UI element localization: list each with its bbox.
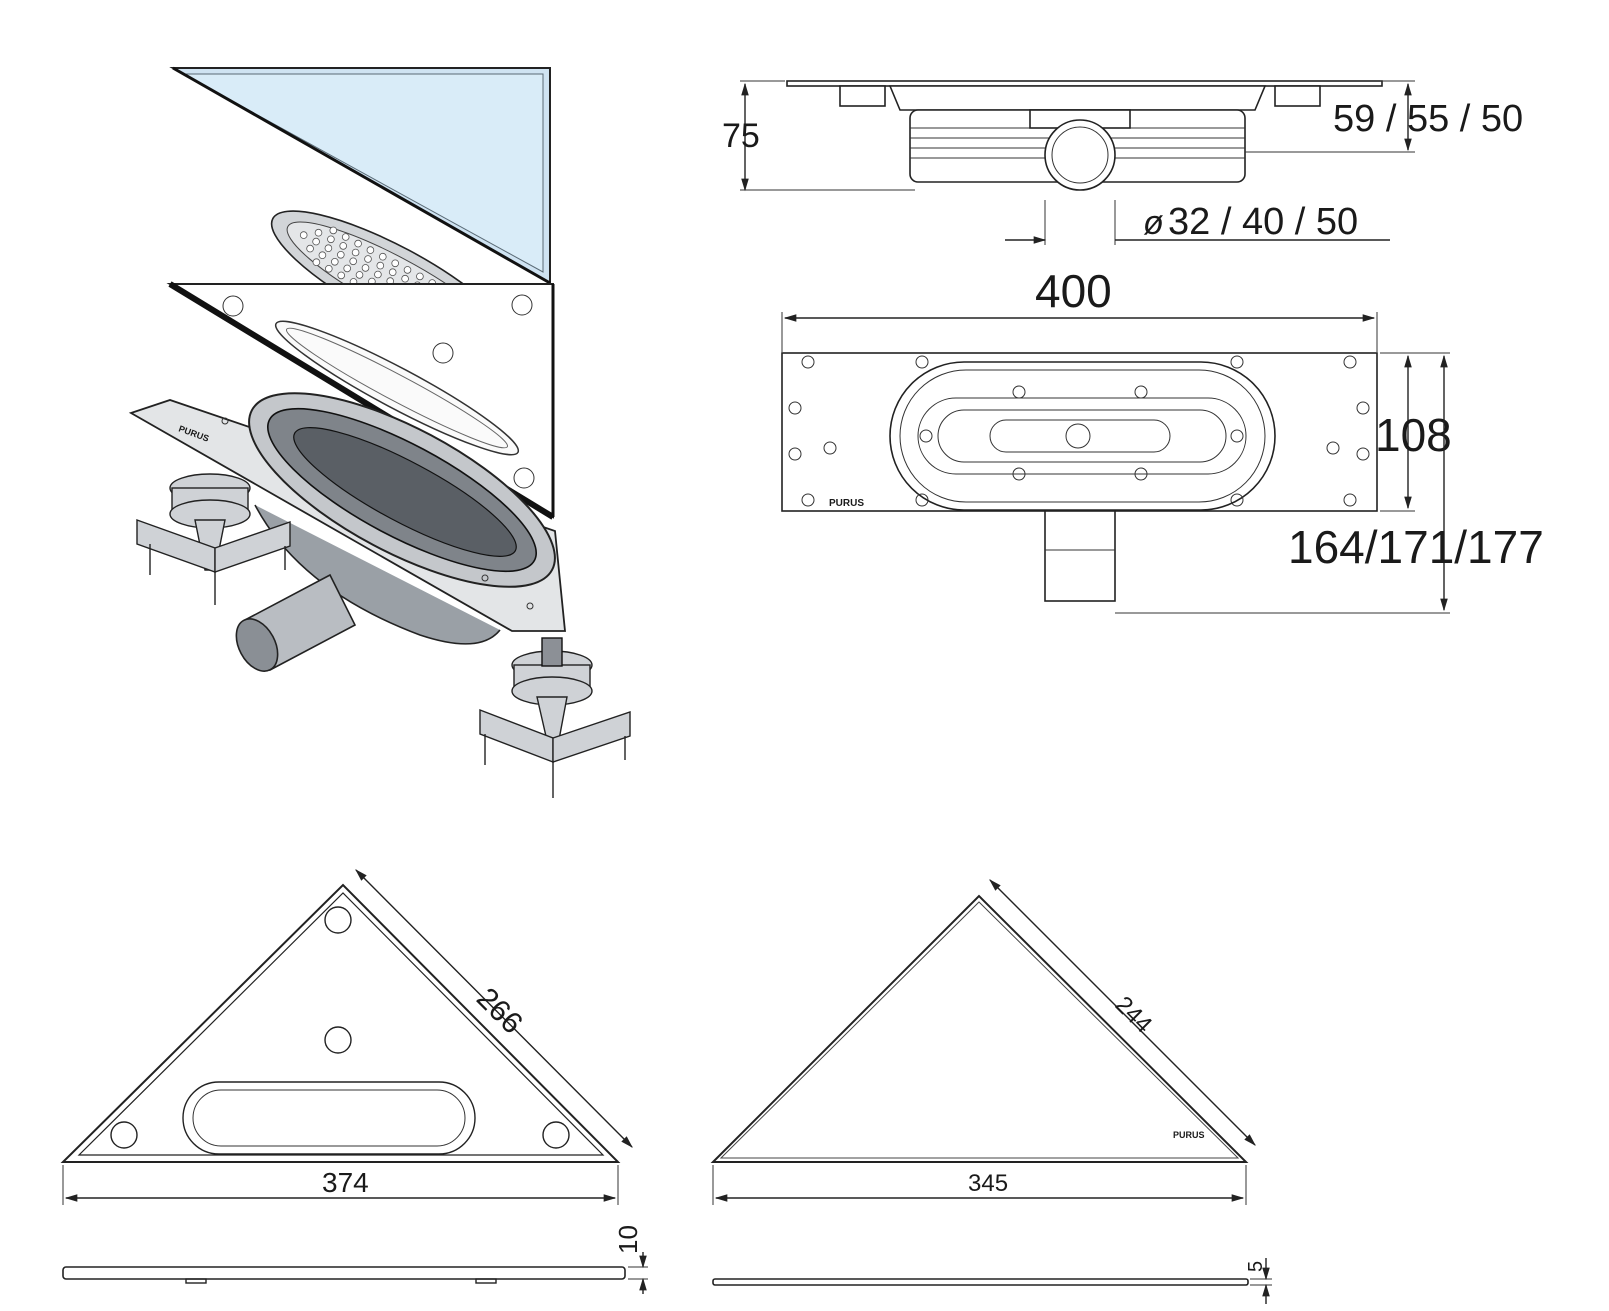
- drain-body-iso: PURUS: [128, 392, 566, 672]
- dim-outlet-depths: 164/171/177: [1288, 521, 1544, 573]
- dim-outlet-diameters: 32 / 40 / 50: [1168, 201, 1358, 243]
- frame-plan: 266 374 10: [60, 869, 648, 1294]
- dim-flange-heights: 59 / 55 / 50: [1333, 98, 1523, 140]
- grate-hole: [337, 271, 346, 280]
- dim-diameter-symbol: ø: [1143, 204, 1164, 242]
- top-view-brand: PURUS: [829, 498, 864, 509]
- grate-hole: [339, 242, 348, 250]
- grate-hole: [327, 235, 335, 244]
- grate-hole: [299, 231, 308, 239]
- glass-plan: PURUS 244 345 5: [710, 879, 1272, 1304]
- grate-hole: [314, 228, 323, 237]
- grate-hole: [374, 270, 382, 279]
- grate-hole: [351, 248, 360, 257]
- dim-width-400: 400: [1035, 265, 1112, 317]
- dim-frame-base-374: 374: [322, 1167, 369, 1198]
- grate-hole: [378, 252, 387, 261]
- grate-hole: [376, 261, 385, 270]
- dim-depth-108: 108: [1375, 409, 1452, 461]
- grate-hole: [341, 233, 350, 241]
- grate-hole: [416, 272, 424, 281]
- leg-right: [479, 637, 631, 798]
- glass-cover-iso: [169, 66, 551, 285]
- grate-hole: [388, 268, 397, 277]
- dim-glass-side-244: 244: [1110, 991, 1157, 1038]
- grate-hole: [312, 258, 321, 267]
- grate-hole: [401, 274, 409, 283]
- grate-hole: [318, 251, 327, 260]
- dim-glass-base-345: 345: [968, 1170, 1008, 1197]
- dim-frame-thickness-10: 10: [613, 1225, 643, 1254]
- grate-hole: [366, 246, 375, 254]
- grate-hole: [343, 264, 352, 273]
- top-view: PURUS 400 108 164/171/177: [781, 265, 1544, 614]
- glass-brand: PURUS: [1173, 1130, 1205, 1140]
- grate-hole: [391, 259, 400, 268]
- dim-glass-thickness-5: 5: [1245, 1261, 1267, 1272]
- grate-hole: [312, 237, 320, 246]
- grate-hole: [361, 264, 370, 272]
- grate-hole: [354, 239, 362, 248]
- grate-hole: [324, 244, 333, 253]
- grate-hole: [364, 255, 372, 263]
- grate-hole: [330, 257, 339, 266]
- grate-hole: [403, 266, 412, 274]
- grate-hole: [336, 251, 345, 259]
- leg-left: [136, 473, 291, 605]
- grate-hole: [306, 244, 314, 253]
- exploded-view: PURUS: [128, 66, 631, 798]
- side-view: 75 59 / 55 / 50 ø 32 / 40 / 50: [722, 80, 1523, 245]
- grate-hole: [324, 264, 333, 273]
- grate-hole: [349, 257, 358, 266]
- grate-hole: [355, 271, 364, 279]
- dim-height-75: 75: [722, 117, 760, 155]
- grate-hole: [329, 226, 338, 235]
